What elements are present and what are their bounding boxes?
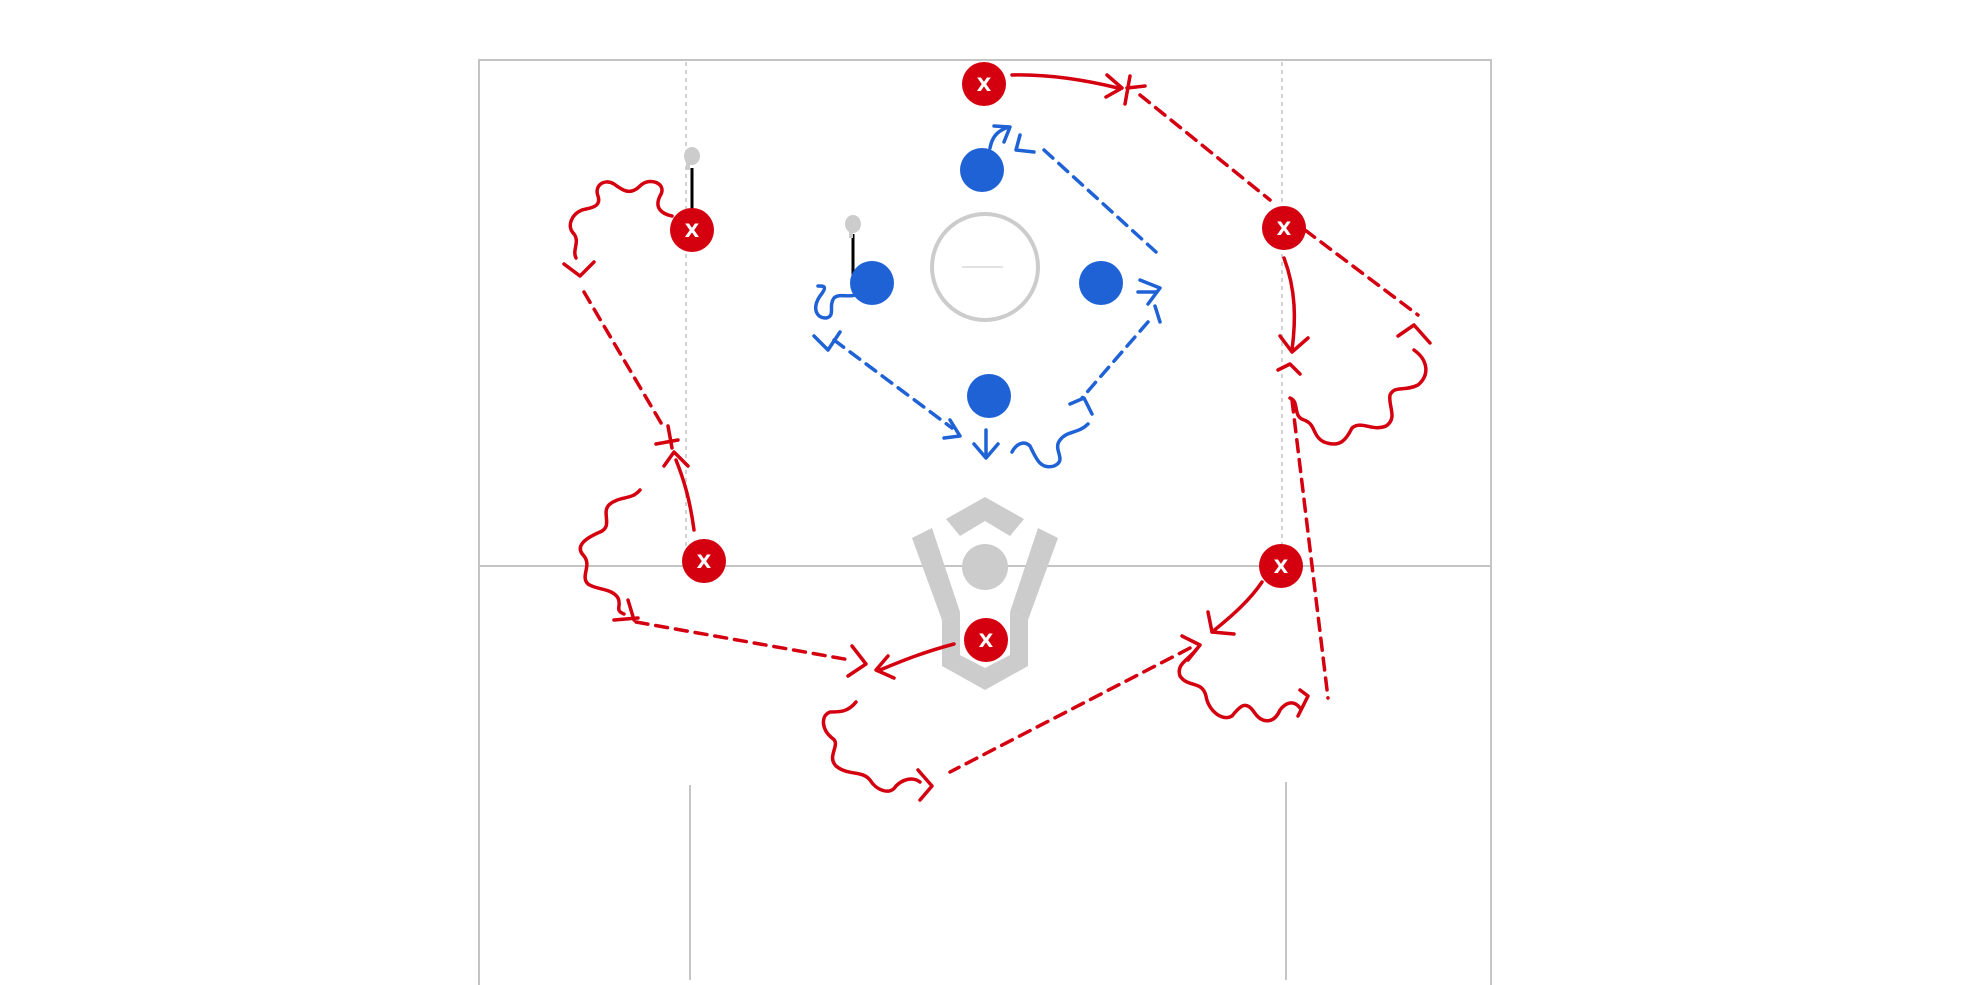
pass-arrow [832, 338, 954, 430]
run-arrow [878, 642, 956, 672]
dodge-arrow [1177, 648, 1302, 723]
run-arrow [1210, 580, 1264, 634]
goal-icon [912, 497, 1058, 690]
arrowhead [1104, 73, 1124, 99]
pass-arrow [1303, 228, 1420, 317]
dodge-arrow [1288, 348, 1428, 446]
defense-player[interactable] [850, 261, 894, 305]
run-arrow [1282, 256, 1297, 352]
player-label: X [685, 220, 700, 242]
pass-arrow [1290, 398, 1330, 700]
offense-player[interactable]: X [962, 62, 1006, 106]
field-lines [478, 59, 1492, 985]
offense-player[interactable]: X [964, 618, 1008, 662]
center-circle [930, 212, 1040, 322]
dodge-arrow [814, 284, 862, 320]
pass-arrow [1138, 93, 1272, 202]
offense-players: X X X X X X [670, 62, 1306, 662]
player-label: X [1277, 218, 1292, 240]
dodge-arrow [1010, 422, 1090, 469]
pass-arrow [1080, 320, 1150, 400]
defense-players [850, 148, 1123, 418]
offense-paths [562, 73, 1432, 802]
dodge-arrow [821, 700, 922, 793]
player-label: X [979, 630, 994, 652]
run-arrow [674, 458, 696, 532]
run-arrow [1010, 73, 1120, 90]
pass-arrow [582, 290, 666, 430]
offense-player[interactable]: X [670, 208, 714, 252]
pass-arrow [948, 646, 1192, 774]
offense-player[interactable]: X [1262, 206, 1306, 250]
pass-arrow [1042, 148, 1158, 254]
dodge-arrow [578, 488, 642, 616]
offense-player[interactable]: X [1259, 544, 1303, 588]
defense-paths [812, 124, 1162, 469]
defense-player[interactable] [1079, 261, 1123, 305]
player-label: X [977, 74, 992, 96]
field-boundary [478, 59, 1492, 985]
run-arrow [988, 126, 1008, 150]
pass-arrow [634, 620, 852, 662]
offense-player[interactable]: X [682, 539, 726, 583]
defense-player[interactable] [960, 148, 1004, 192]
defense-player[interactable] [967, 374, 1011, 418]
player-label: X [697, 551, 712, 573]
dodge-arrow [568, 179, 674, 260]
player-label: X [1274, 556, 1289, 578]
